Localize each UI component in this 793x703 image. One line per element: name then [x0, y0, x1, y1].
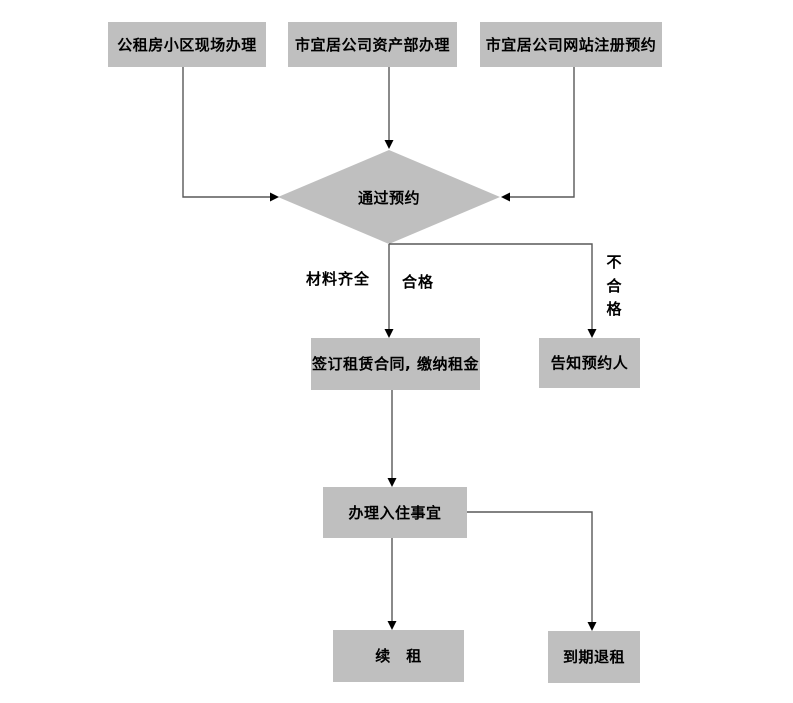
- node-expire-return: 到期退租: [548, 631, 640, 683]
- edge-onsite-to-decision: [182, 67, 270, 198]
- node-decision: 通过预约: [278, 150, 500, 244]
- node-notify-label: 告知预约人: [550, 354, 629, 372]
- edge-label-materials-complete: 材料齐全: [306, 270, 371, 288]
- edge-decision-to-notify: [389, 243, 593, 329]
- node-renew: 续 租: [333, 630, 464, 682]
- edge-movein-to-expire: [467, 511, 593, 622]
- node-entry-asset-label: 市宜居公司资产部办理: [294, 35, 450, 54]
- node-sign-contract-label: 签订租赁合同, 缴纳租金: [312, 355, 479, 373]
- arrowhead-down-icon: [384, 329, 394, 338]
- arrowhead-down-icon: [587, 622, 597, 631]
- node-entry-onsite: 公租房小区现场办理: [108, 22, 266, 67]
- node-entry-website: 市宜居公司网站注册预约: [480, 22, 662, 67]
- node-notify: 告知预约人: [539, 338, 640, 388]
- arrowhead-down-icon: [387, 621, 397, 630]
- edge-website-to-decision: [510, 67, 575, 198]
- node-entry-website-label: 市宜居公司网站注册预约: [485, 35, 657, 54]
- arrowhead-down-icon: [387, 478, 397, 487]
- node-sign-contract: 签订租赁合同, 缴纳租金: [311, 338, 480, 390]
- node-expire-return-label: 到期退租: [562, 648, 625, 666]
- node-decision-label: 通过预约: [357, 188, 420, 207]
- node-renew-label: 续 租: [375, 647, 422, 665]
- decision-diamond-shape: [278, 150, 500, 244]
- arrowhead-left-icon: [501, 192, 510, 202]
- arrowhead-down-icon: [384, 140, 394, 149]
- node-entry-asset: 市宜居公司资产部办理: [288, 22, 457, 67]
- arrowhead-right-icon: [270, 192, 279, 202]
- node-move-in-label: 办理入住事宜: [348, 503, 442, 522]
- node-entry-onsite-label: 公租房小区现场办理: [117, 35, 257, 54]
- edge-label-unqualified: 不合格: [606, 253, 622, 318]
- node-move-in: 办理入住事宜: [323, 487, 467, 538]
- edge-label-qualified: 合格: [402, 273, 435, 291]
- arrowhead-down-icon: [587, 329, 597, 338]
